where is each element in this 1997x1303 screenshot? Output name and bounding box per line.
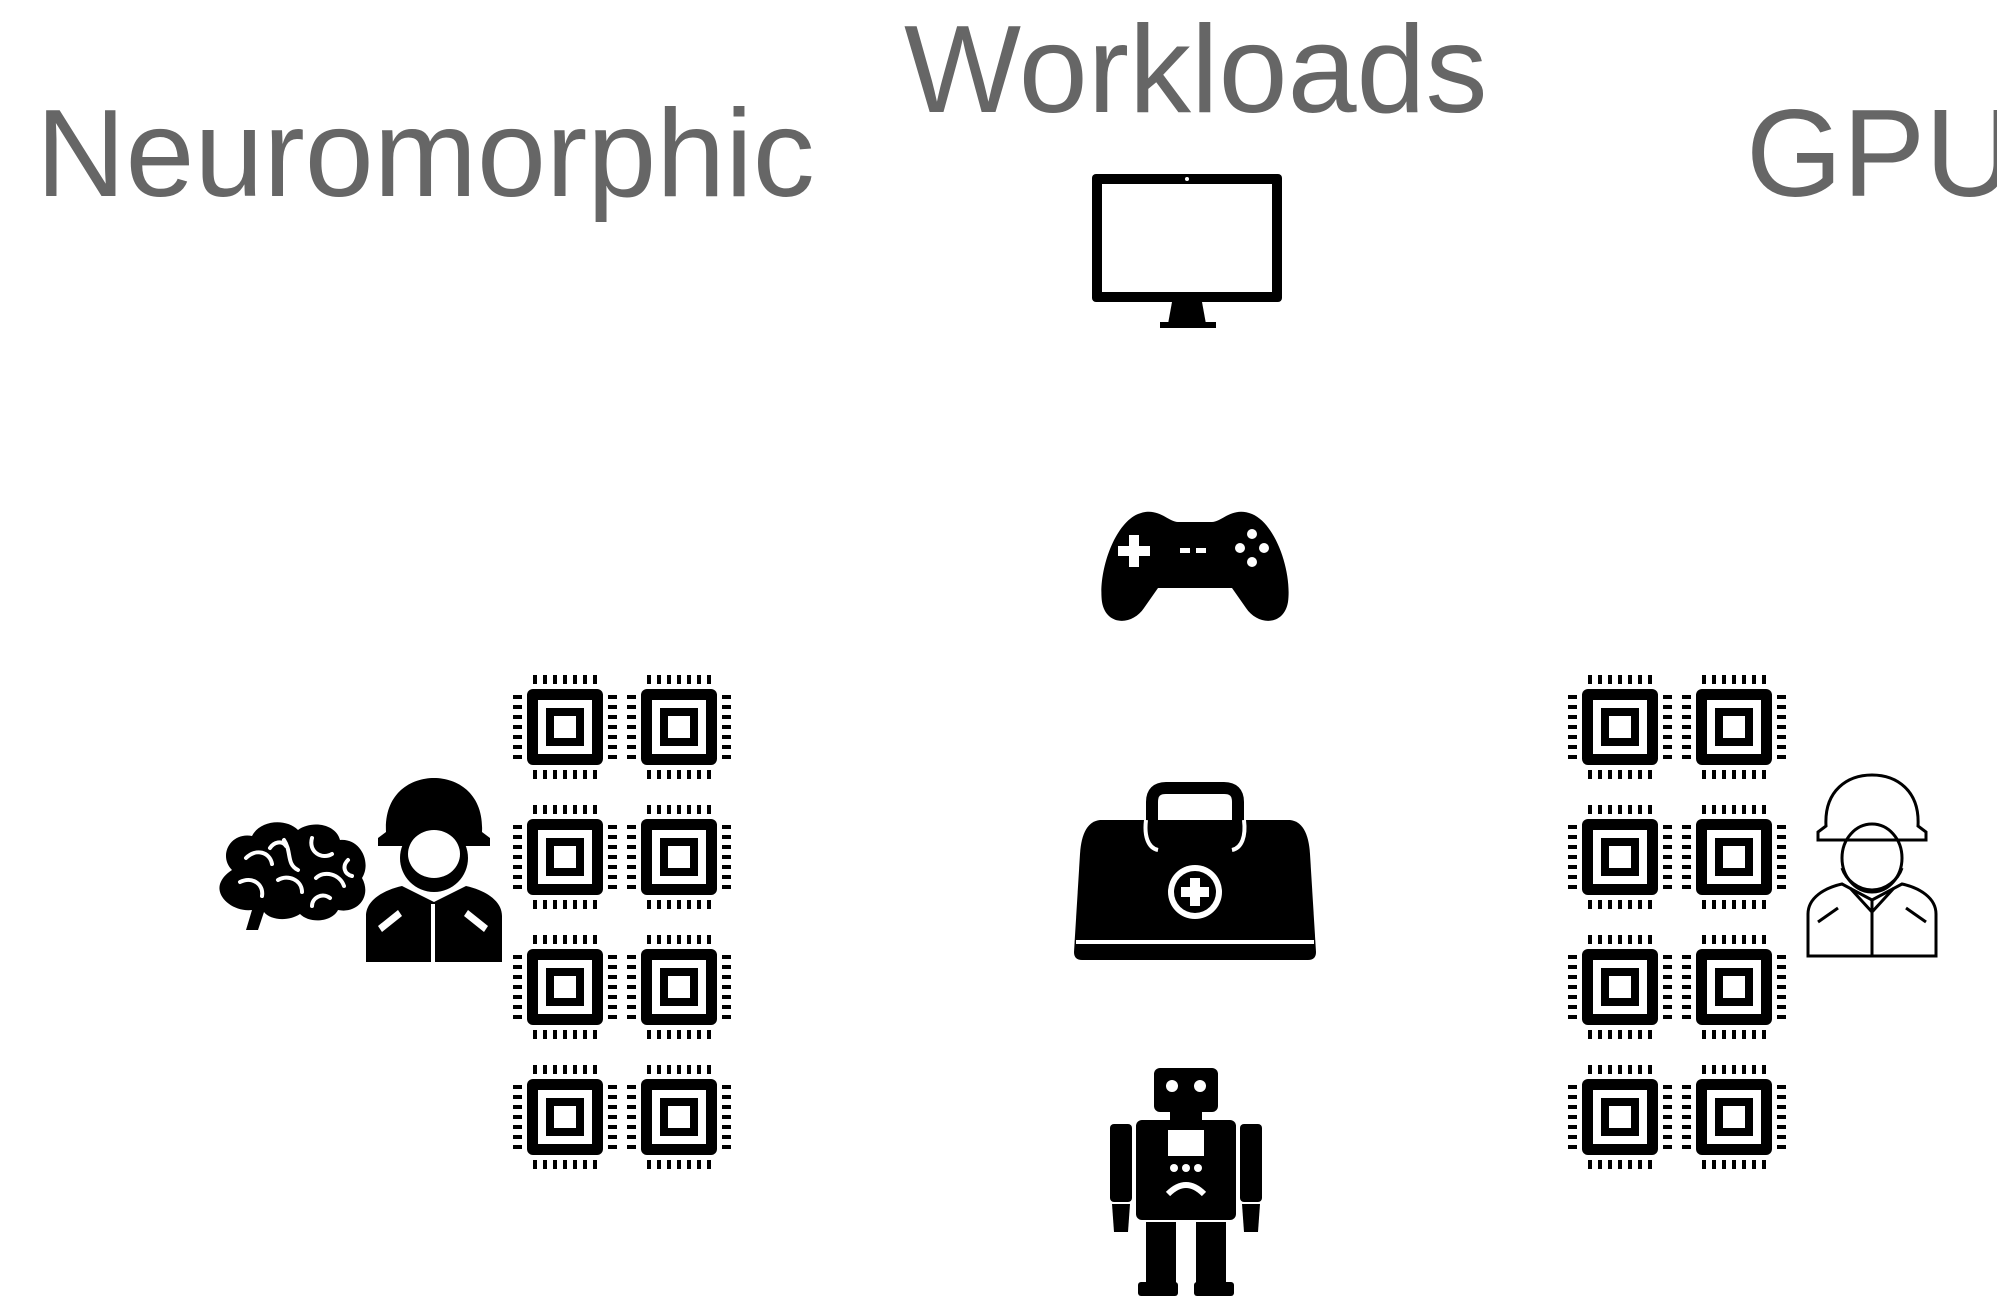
chip-grid-left bbox=[510, 672, 735, 1184]
chip-icon bbox=[1679, 932, 1789, 1042]
monitor-icon bbox=[1092, 174, 1282, 328]
gamepad-icon bbox=[1101, 511, 1289, 621]
chip-icon bbox=[624, 932, 734, 1042]
soldier-outline-icon bbox=[1806, 773, 1938, 958]
brain-icon bbox=[219, 822, 366, 930]
chip-icon bbox=[1565, 932, 1675, 1042]
chip-icon bbox=[624, 672, 734, 782]
medical-bag-icon bbox=[1074, 782, 1316, 960]
workloads-heading: Workloads bbox=[904, 1, 1488, 139]
chip-icon bbox=[624, 802, 734, 912]
chip-icon bbox=[1565, 1062, 1675, 1172]
robot-icon bbox=[1110, 1068, 1262, 1296]
chip-icon bbox=[624, 1062, 734, 1172]
chip-icon bbox=[510, 932, 620, 1042]
soldier-icon bbox=[366, 778, 502, 962]
chip-grid-right bbox=[1565, 672, 1790, 1184]
chip-icon bbox=[510, 802, 620, 912]
chip-icon bbox=[1565, 802, 1675, 912]
chip-icon bbox=[1565, 672, 1675, 782]
chip-icon bbox=[1679, 802, 1789, 912]
chip-icon bbox=[1679, 1062, 1789, 1172]
chip-icon bbox=[510, 1062, 620, 1172]
chip-icon bbox=[1679, 672, 1789, 782]
neuromorphic-heading: Neuromorphic bbox=[36, 85, 815, 223]
gpu-heading: GPU bbox=[1746, 85, 1997, 223]
chip-icon bbox=[510, 672, 620, 782]
